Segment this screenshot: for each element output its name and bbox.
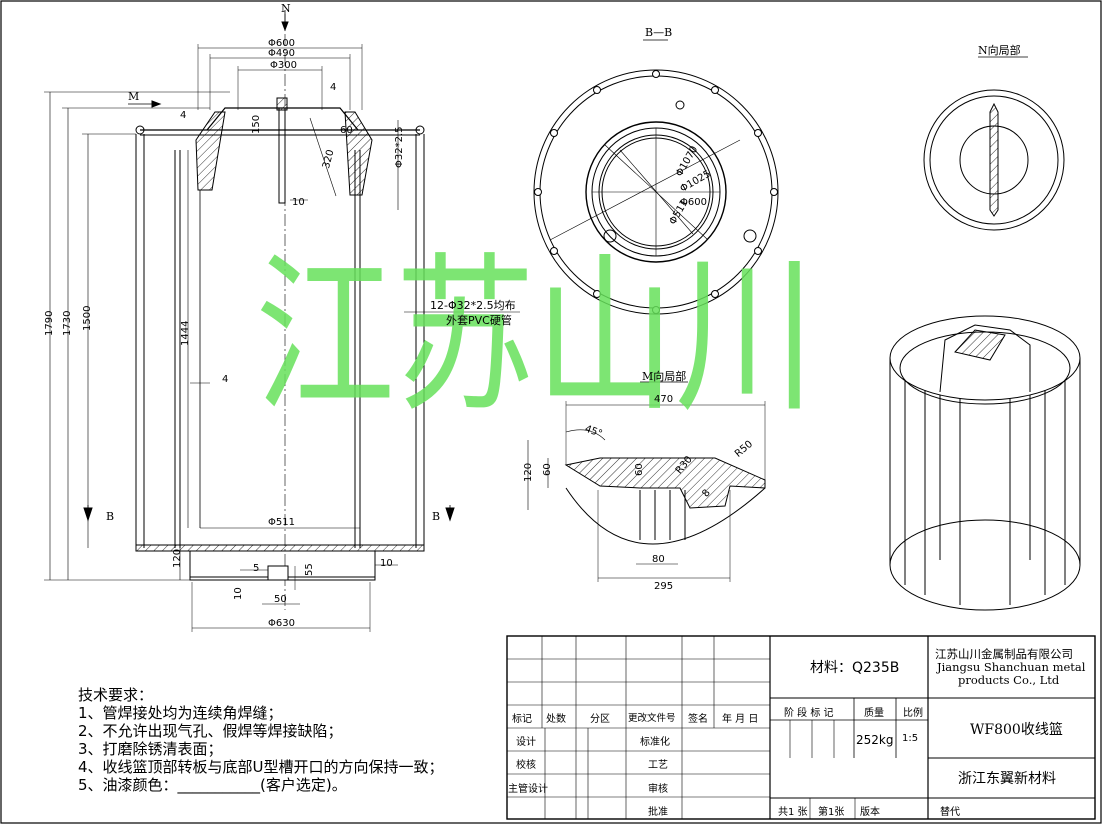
product-name: WF800收线篮	[970, 722, 1063, 738]
row-biaozhun: 标准化	[640, 737, 670, 748]
svg-text:295: 295	[654, 581, 673, 592]
n-view-title: N向局部	[978, 43, 1021, 57]
svg-text:5: 5	[253, 563, 259, 574]
material-label: 材料：Q235B	[810, 660, 900, 676]
svg-text:60: 60	[634, 463, 645, 476]
version-label: 版本	[860, 807, 880, 818]
svg-text:12-Φ32*2.5均布: 12-Φ32*2.5均布	[430, 299, 516, 312]
svg-text:10: 10	[292, 197, 305, 208]
svg-text:120: 120	[172, 549, 183, 568]
title-block	[506, 635, 1096, 820]
svg-text:Φ511: Φ511	[668, 198, 691, 227]
svg-text:1444: 1444	[180, 321, 191, 346]
mark-n: N	[281, 2, 291, 15]
col-qianming: 签名	[688, 714, 708, 725]
svg-text:1730: 1730	[62, 311, 73, 336]
m-detail-view	[527, 381, 766, 582]
svg-text:Φ300: Φ300	[270, 60, 297, 71]
svg-text:Φ32*2.5: Φ32*2.5	[394, 127, 405, 169]
col-fenqu: 分区	[590, 714, 610, 725]
scale-value: 1:5	[902, 733, 919, 744]
svg-text:Φ600: Φ600	[268, 38, 295, 49]
section-b-b-view	[533, 39, 779, 315]
client-name: 浙江东翼新材料	[958, 771, 1056, 787]
svg-text:Φ600: Φ600	[680, 197, 707, 208]
svg-text:Φ490: Φ490	[268, 48, 295, 59]
svg-text:4: 4	[180, 110, 186, 121]
stage-mark-label: 阶 段 标 记	[784, 708, 834, 719]
company-cn: 江苏山川金属制品有限公司	[935, 647, 1073, 661]
tech-item: 2、不允许出现气孔、假焊等焊接缺陷；	[78, 722, 343, 740]
svg-text:150: 150	[251, 115, 262, 134]
col-biaoji: 标记	[512, 714, 532, 725]
n-detail-view	[923, 56, 1065, 231]
m-view-title: M向局部	[642, 369, 686, 383]
svg-text:80: 80	[652, 554, 665, 565]
svg-text:10: 10	[380, 558, 393, 569]
tech-item: 1、管焊接处均为连续角焊缝；	[78, 704, 283, 722]
row-gongyi: 工艺	[648, 760, 668, 771]
mass-label: 质量	[864, 708, 884, 719]
front-view	[44, 10, 520, 632]
mass-value: 252kg	[856, 733, 894, 747]
svg-text:Φ1070: Φ1070	[674, 144, 700, 178]
svg-text:120: 120	[523, 463, 534, 482]
col-gaiwen: 更改文件号	[628, 713, 676, 724]
tech-item: 4、收线篮顶部转板与底部U型槽开口的方向保持一致；	[78, 758, 444, 776]
svg-text:470: 470	[654, 394, 673, 405]
row-jiaohe: 校核	[516, 760, 536, 771]
isometric-view	[889, 315, 1081, 611]
replace-label: 替代	[940, 807, 960, 818]
tech-title: 技术要求：	[78, 686, 154, 704]
company-en-line2: products Co., Ltd	[958, 673, 1060, 687]
technical-requirements: 技术要求： 1、管焊接处均为连续角焊缝； 2、不允许出现气孔、假焊等焊接缺陷； …	[78, 686, 444, 794]
scale-label: 比例	[903, 708, 923, 719]
front-dimensions: Φ600 Φ490 Φ300 4 4 60 150 320 Φ32*2.5 10…	[44, 38, 516, 629]
svg-text:60: 60	[542, 463, 553, 476]
tech-item: 3、打磨除锈清表面；	[78, 740, 223, 758]
watermark-text: 江苏山川	[255, 238, 815, 436]
svg-text:10: 10	[233, 587, 244, 600]
sheet-count: 共1 张	[778, 807, 808, 818]
svg-text:外套PVC硬管: 外套PVC硬管	[446, 313, 512, 327]
svg-text:320: 320	[321, 149, 337, 170]
tech-item: 5、油漆颜色：___________(客户选定)。	[78, 776, 347, 794]
svg-text:1500: 1500	[82, 306, 93, 331]
svg-text:1790: 1790	[44, 311, 55, 336]
sheet-number: 第1张	[818, 807, 845, 818]
svg-text:R50: R50	[733, 439, 755, 460]
svg-text:4: 4	[330, 82, 336, 93]
svg-text:60: 60	[340, 125, 353, 136]
svg-text:Φ511: Φ511	[268, 517, 295, 528]
svg-text:55: 55	[304, 563, 315, 576]
svg-text:4: 4	[222, 374, 228, 385]
svg-text:50: 50	[274, 594, 287, 605]
col-nianyueri: 年 月 日	[722, 714, 759, 725]
row-zhuguan: 主管设计	[508, 784, 548, 795]
section-dimensions: Φ1070 Φ1025 Φ600 Φ511	[668, 144, 713, 226]
col-chushu: 处数	[546, 714, 566, 725]
mark-b-left: B	[106, 510, 114, 523]
svg-text:Φ630: Φ630	[268, 618, 295, 629]
row-shenhe: 审核	[648, 784, 668, 795]
company-en-line1: Jiangsu Shanchuan metal	[937, 660, 1086, 674]
mark-m: M	[128, 90, 139, 103]
svg-text:8: 8	[700, 488, 713, 500]
row-pizhun: 批准	[648, 807, 668, 818]
section-title: B—B	[645, 26, 672, 39]
mark-b-right: B	[432, 510, 440, 523]
row-sheji: 设计	[516, 737, 536, 748]
